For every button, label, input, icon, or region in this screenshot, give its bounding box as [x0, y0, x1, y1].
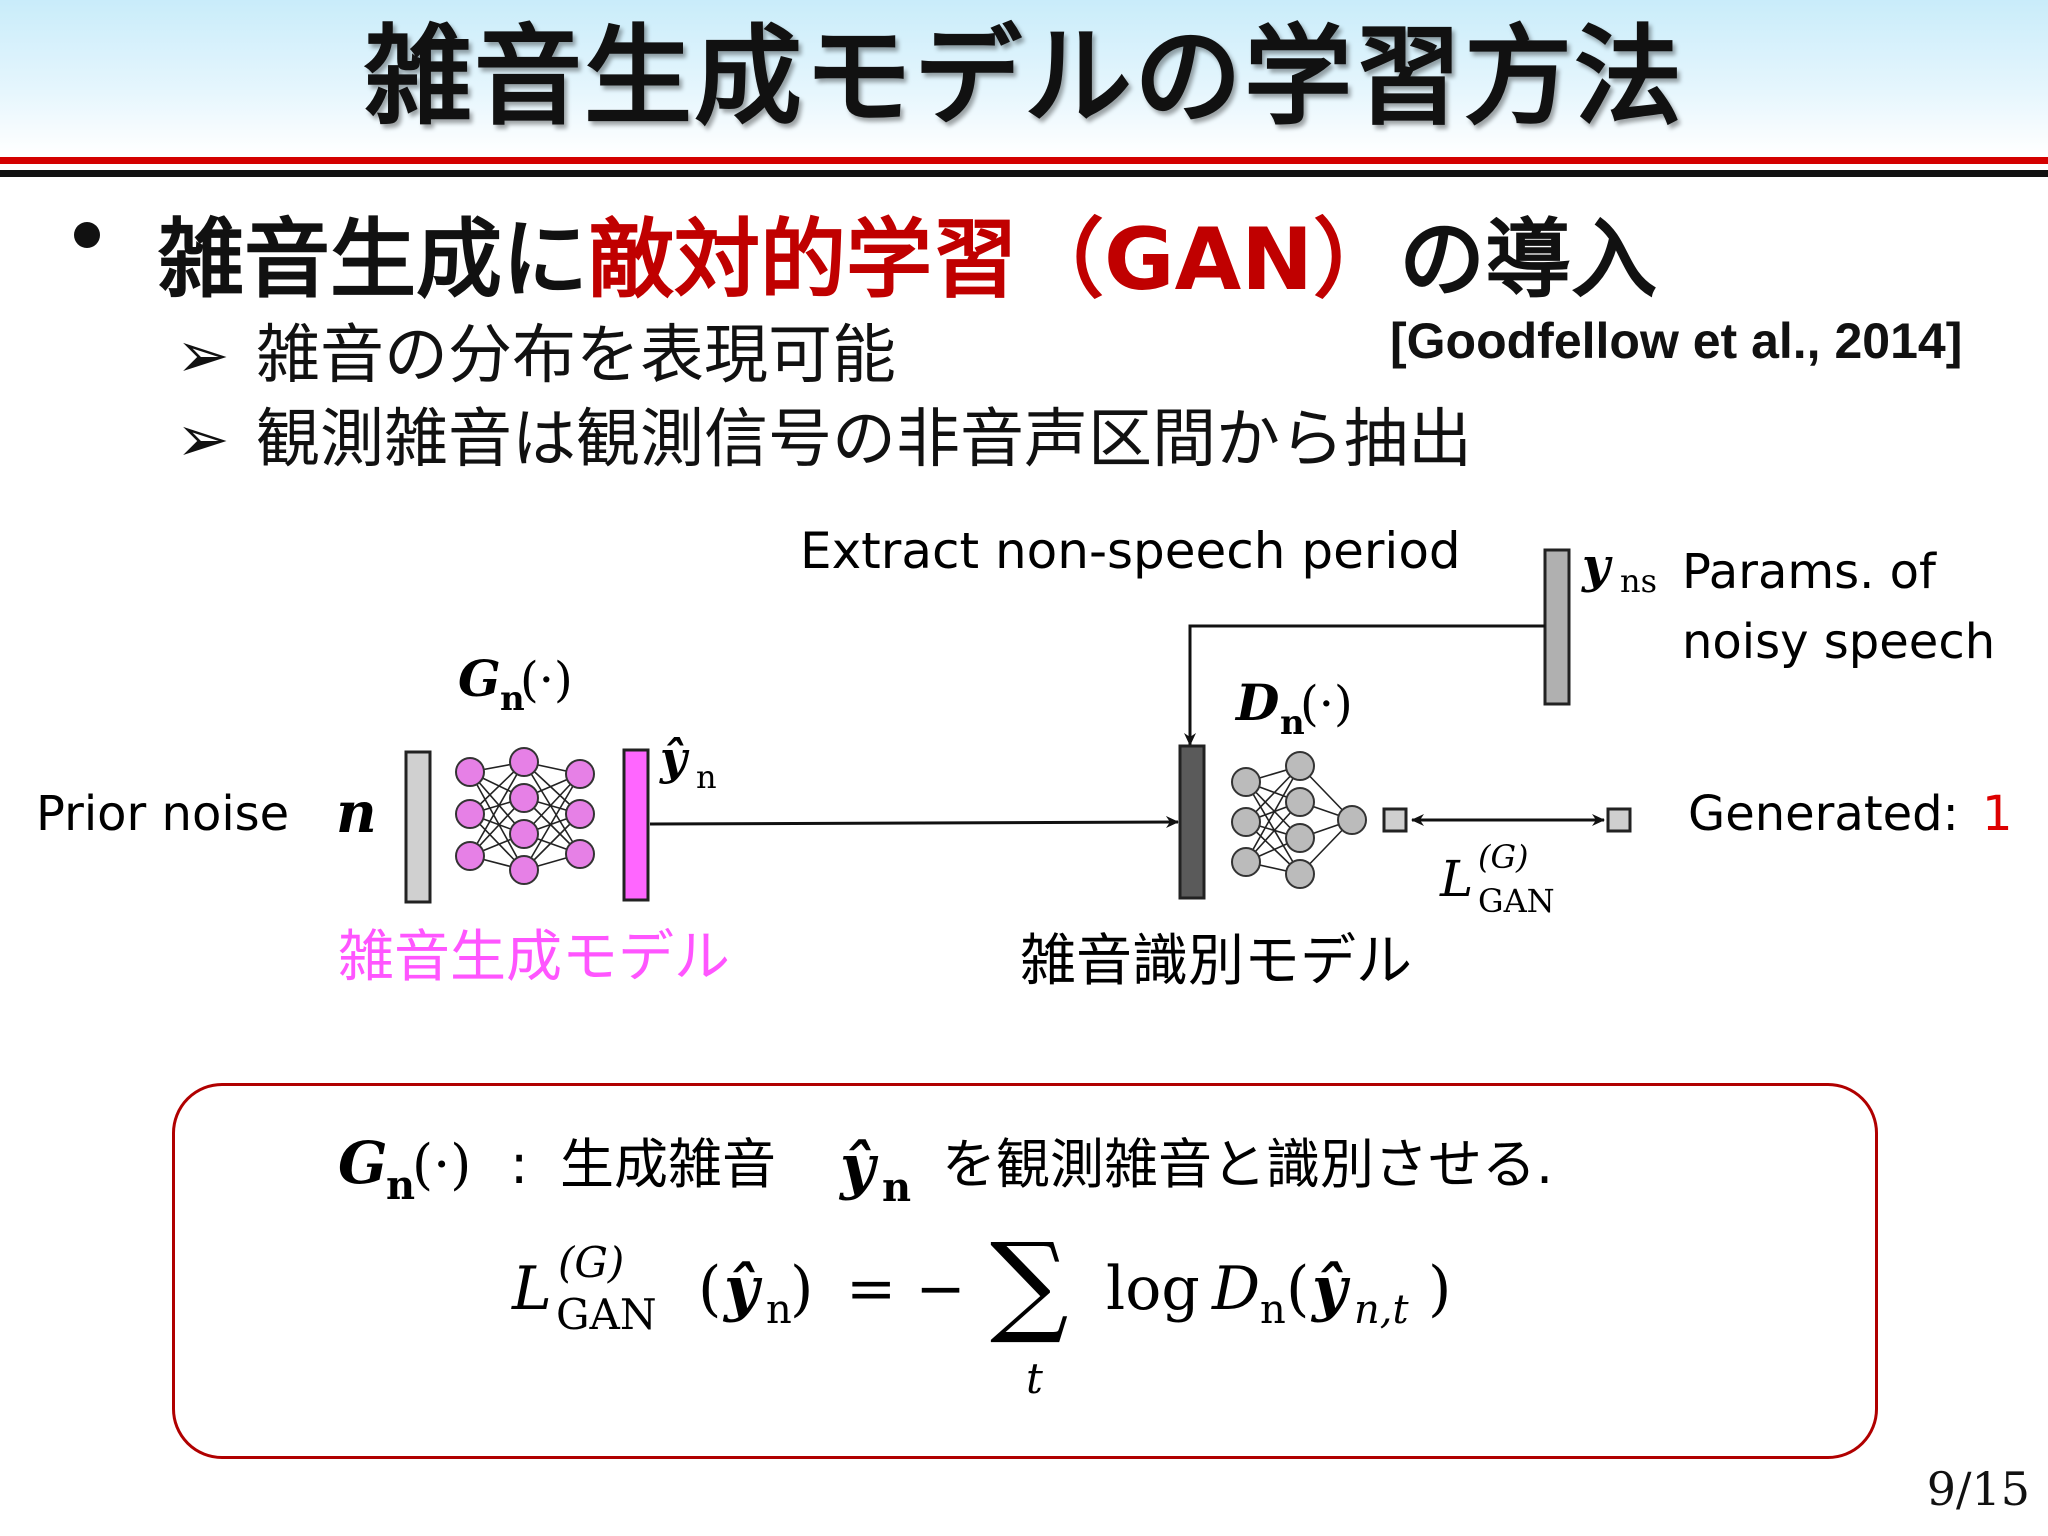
eq-equals-minus: = − — [846, 1254, 966, 1324]
main-bullet: 雑音生成に敵対的学習（GAN）の導入 — [158, 205, 1657, 315]
generator-symbol: G — [458, 649, 501, 708]
noise-symbol: n — [336, 780, 377, 846]
box-G-symbol: G — [338, 1129, 388, 1197]
discriminator-symbol: D — [1234, 673, 1279, 732]
discriminator-caption: 雑音識別モデル — [1020, 929, 1412, 994]
title-rule-red — [0, 157, 2048, 164]
eq-inner-open: ( — [1286, 1254, 1309, 1324]
generator-network — [469, 761, 581, 871]
discriminator-input-bar — [1178, 744, 1206, 900]
title-rule-black — [0, 170, 2048, 177]
target-label-square — [1606, 807, 1632, 833]
yhat-subscript: n — [696, 758, 717, 796]
loss-subscript: GAN — [1478, 882, 1555, 920]
generator-arg: (·) — [520, 652, 573, 708]
params-label-line1: Params. of — [1682, 544, 1937, 600]
eq-inner-subscript: n,t — [1354, 1287, 1409, 1333]
prior-noise-label: Prior noise — [36, 786, 289, 842]
bullet-suffix: の導入 — [1399, 210, 1658, 310]
bullet-dot — [74, 222, 100, 248]
eq-yhat: ŷ — [722, 1254, 763, 1324]
generated-value: 1 — [1982, 786, 2013, 842]
params-label-line2: noisy speech — [1682, 614, 1995, 670]
page-number: 9/15 — [1926, 1462, 2030, 1516]
box-G-arg: (·) — [412, 1133, 471, 1196]
eq-log: log — [1106, 1254, 1200, 1324]
arrow-bullet-icon: ➢ — [176, 403, 230, 477]
sub-item-2: ➢ 観測雑音は観測信号の非音声区間から抽出 — [176, 400, 1472, 480]
eq-superscript: (G) — [558, 1238, 624, 1287]
generated-noise-bar — [622, 748, 650, 902]
bullet-highlight: 敵対的学習（GAN） — [588, 210, 1400, 310]
discriminator-nodes — [1231, 751, 1367, 889]
eq-inner-yhat: ŷ — [1310, 1254, 1351, 1324]
loss-L: L — [1439, 850, 1473, 908]
loss-superscript: (G) — [1478, 838, 1529, 876]
yhat-symbol: ŷ — [659, 731, 690, 785]
objective-content: G n (·) : 生成雑音 ŷ n を観測雑音と識別させる. L (G) GA… — [338, 1129, 1553, 1403]
eq-L: L — [511, 1254, 552, 1324]
gan-diagram: Extract non-speech period y ns Params. o… — [36, 522, 2013, 994]
eq-paren-close: ) — [790, 1254, 813, 1324]
eq-paren-open: ( — [698, 1254, 721, 1324]
box-text-2: を観測雑音と識別させる. — [942, 1133, 1553, 1196]
extract-arrow — [1184, 624, 1545, 746]
eq-D-subscript: n — [1260, 1287, 1286, 1333]
discriminator-subscript: n — [1280, 703, 1305, 743]
discriminator-network — [1245, 765, 1353, 875]
title-band — [0, 0, 2048, 154]
box-G-subscript: n — [386, 1162, 415, 1209]
discriminator-output-square — [1382, 807, 1408, 833]
sub-item-text: 雑音の分布を表現可能 — [256, 319, 896, 393]
slide-title: 雑音生成モデルの学習方法 — [363, 15, 1684, 140]
box-yhat-subscript: n — [882, 1164, 911, 1211]
generator-to-discriminator-arrow — [649, 816, 1179, 829]
box-text-1: 生成雑音 — [560, 1133, 776, 1196]
eq-sigma-subscript: t — [1026, 1354, 1043, 1403]
eq-D: D — [1211, 1254, 1260, 1324]
citation: [Goodfellow et al., 2014] — [1390, 313, 1963, 369]
arrow-bullet-icon: ➢ — [176, 319, 230, 393]
noisy-speech-params-bar — [1543, 548, 1571, 706]
eq-yhat-subscript: n — [766, 1287, 792, 1333]
box-colon: : — [510, 1133, 528, 1196]
generator-nodes — [455, 747, 595, 885]
objective-box — [172, 1083, 1878, 1459]
generated-label: Generated: — [1688, 786, 1959, 842]
box-yhat-symbol: ŷ — [838, 1132, 879, 1202]
bullet-prefix: 雑音生成に — [158, 210, 588, 310]
generator-subscript: n — [500, 679, 525, 719]
sub-item-text: 観測雑音は観測信号の非音声区間から抽出 — [256, 403, 1472, 477]
extract-label: Extract non-speech period — [800, 522, 1461, 580]
noise-input-bar — [404, 750, 432, 904]
eq-sigma: ∑ — [990, 1219, 1069, 1347]
y-ns-subscript: ns — [1620, 562, 1657, 600]
discriminator-arg: (·) — [1300, 676, 1353, 732]
sub-item-1: ➢ 雑音の分布を表現可能 — [176, 316, 896, 396]
generator-caption: 雑音生成モデル — [338, 925, 730, 990]
y-ns-symbol: y — [1581, 538, 1613, 594]
eq-inner-close: ) — [1428, 1254, 1451, 1324]
eq-subscript: GAN — [556, 1290, 657, 1339]
